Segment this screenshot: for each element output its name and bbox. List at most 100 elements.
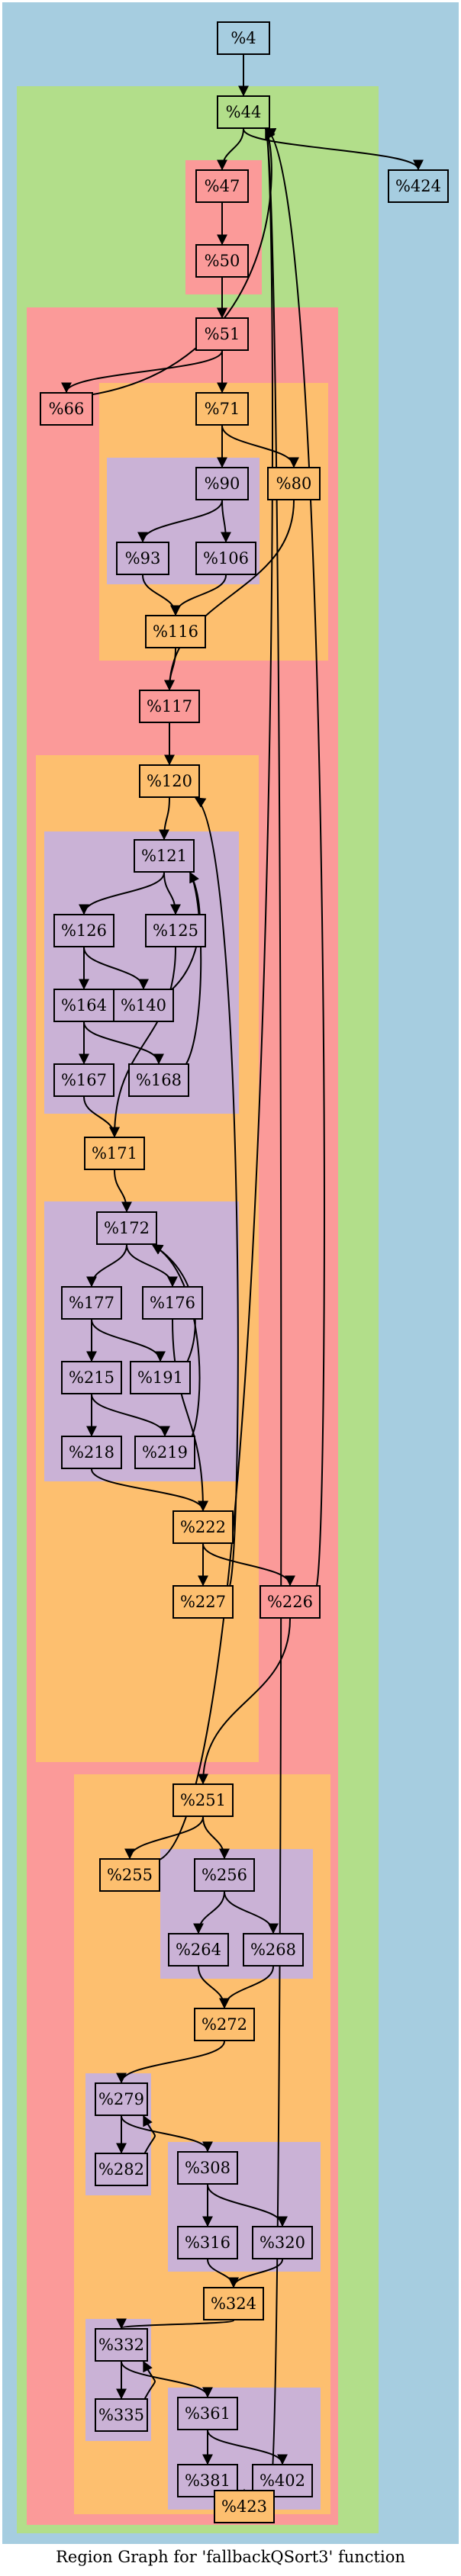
node-66[interactable]: %66 — [40, 392, 93, 426]
region-172 — [44, 1201, 239, 1481]
edge-126-140 — [83, 947, 149, 990]
node-316[interactable]: %316 — [177, 2226, 238, 2259]
edge-177-191 — [91, 1319, 166, 1362]
node-424[interactable]: %424 — [388, 169, 449, 203]
node-361[interactable]: %361 — [177, 2397, 238, 2430]
edge-215-219 — [91, 1394, 170, 1437]
edge-167-171 — [83, 1096, 120, 1138]
node-177[interactable]: %177 — [61, 1286, 122, 1320]
edge-332-361 — [121, 2361, 213, 2398]
edge-282-279 — [143, 2115, 156, 2156]
node-279[interactable]: %279 — [95, 2082, 148, 2116]
node-121[interactable]: %121 — [134, 839, 195, 873]
node-176[interactable]: %176 — [142, 1286, 203, 1320]
node-215[interactable]: %215 — [61, 1361, 122, 1394]
edge-120-121 — [159, 797, 170, 841]
node-126[interactable]: %126 — [53, 914, 114, 947]
edge-176-222 — [172, 1319, 208, 1512]
node-191[interactable]: %191 — [130, 1361, 191, 1394]
node-218[interactable]: %218 — [61, 1436, 122, 1469]
node-120[interactable]: %120 — [139, 764, 200, 798]
node-268[interactable]: %268 — [243, 1933, 304, 1967]
edge-93-116 — [142, 574, 181, 616]
edge-121-126 — [79, 872, 165, 915]
node-402[interactable]: %402 — [252, 2464, 313, 2497]
node-423[interactable]: %423 — [214, 2490, 275, 2523]
edge-227-120 — [194, 797, 239, 1589]
edge-279-308 — [121, 2115, 213, 2153]
edge-324-332 — [116, 2318, 234, 2330]
node-47[interactable]: %47 — [195, 169, 249, 203]
node-335[interactable]: %335 — [95, 2398, 148, 2432]
edge-423-44 — [265, 127, 282, 2494]
node-172[interactable]: %172 — [96, 1211, 157, 1245]
edge-251-255 — [124, 1816, 204, 1860]
node-90[interactable]: %90 — [195, 467, 249, 500]
edge-172-176 — [126, 1244, 178, 1288]
node-332[interactable]: %332 — [95, 2328, 148, 2362]
edge-320-324 — [228, 2259, 283, 2288]
edge-361-402 — [207, 2430, 288, 2465]
node-255[interactable]: %255 — [99, 1858, 160, 1892]
edge-251-256 — [202, 1816, 230, 1860]
edge-268-272 — [219, 1966, 274, 2009]
edge-172-177 — [86, 1244, 127, 1288]
edge-106-116 — [170, 574, 227, 616]
node-167[interactable]: %167 — [53, 1063, 114, 1097]
node-222[interactable]: %222 — [172, 1510, 234, 1544]
node-219[interactable]: %219 — [134, 1436, 195, 1469]
edge-316-324 — [207, 2259, 239, 2288]
edge-121-125 — [163, 872, 181, 915]
node-226[interactable]: %226 — [260, 1585, 321, 1619]
edge-168-121 — [184, 871, 202, 1067]
edge-44-424 — [243, 128, 424, 171]
edge-256-264 — [193, 1891, 225, 1934]
node-140[interactable]: %140 — [113, 989, 174, 1022]
edge-222-226 — [202, 1543, 295, 1587]
node-71[interactable]: %71 — [195, 392, 249, 426]
edge-116-117 — [164, 648, 176, 691]
edge-264-272 — [198, 1966, 230, 2009]
edge-90-106 — [220, 500, 231, 543]
node-272[interactable]: %272 — [194, 2008, 255, 2041]
node-164[interactable]: %164 — [53, 989, 114, 1022]
node-308[interactable]: %308 — [177, 2151, 238, 2185]
node-324[interactable]: %324 — [203, 2287, 264, 2320]
edge-335-332 — [143, 2360, 156, 2402]
edge-44-47 — [217, 128, 244, 171]
edge-218-222 — [91, 1468, 208, 1512]
edge-171-172 — [114, 1169, 132, 1213]
edge-71-80 — [221, 425, 299, 468]
node-106[interactable]: %106 — [195, 542, 256, 575]
edge-226-44 — [264, 128, 325, 1589]
edge-226-251 — [198, 1618, 291, 1785]
edge-219-172 — [151, 1244, 201, 1439]
node-51[interactable]: %51 — [195, 317, 249, 351]
node-93[interactable]: %93 — [116, 542, 169, 575]
node-282[interactable]: %282 — [95, 2153, 148, 2186]
node-251[interactable]: %251 — [172, 1783, 234, 1817]
node-125[interactable]: %125 — [145, 914, 206, 947]
node-227[interactable]: %227 — [172, 1585, 234, 1619]
node-44[interactable]: %44 — [217, 95, 270, 129]
node-4[interactable]: %4 — [217, 21, 270, 55]
node-171[interactable]: %171 — [84, 1137, 145, 1170]
node-320[interactable]: %320 — [252, 2226, 313, 2259]
edge-255-44 — [155, 127, 275, 1862]
edge-256-268 — [224, 1891, 279, 1934]
node-80[interactable]: %80 — [267, 467, 321, 500]
node-256[interactable]: %256 — [194, 1858, 255, 1892]
node-264[interactable]: %264 — [168, 1933, 229, 1967]
diagram-caption: Region Graph for 'fallbackQSort3' functi… — [56, 2548, 405, 2566]
node-381[interactable]: %381 — [177, 2464, 238, 2497]
node-168[interactable]: %168 — [128, 1063, 189, 1097]
edge-80-117 — [164, 500, 295, 691]
edge-90-93 — [137, 500, 223, 543]
edge-125-171 — [109, 947, 176, 1138]
edge-272-279 — [116, 2041, 225, 2084]
node-117[interactable]: %117 — [139, 690, 200, 723]
node-116[interactable]: %116 — [145, 615, 206, 648]
node-50[interactable]: %50 — [195, 244, 249, 278]
